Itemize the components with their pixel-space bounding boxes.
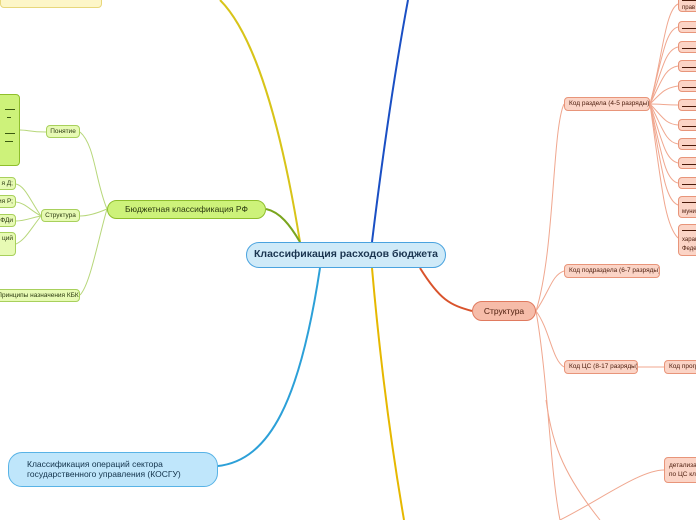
link-blue-top — [371, 0, 409, 243]
section-item-12-line-2: Феде — [682, 246, 696, 252]
section-item-12[interactable]: харак Феде — [678, 224, 696, 256]
section-item-12-line-1: харак — [682, 237, 696, 243]
subtopic-details[interactable]: детализа по ЦС кла — [664, 457, 696, 483]
concept-detail-box[interactable] — [0, 94, 20, 166]
subtopic-section-code[interactable]: Код раздела (4-5 разряды) — [564, 97, 650, 111]
link-blue-kosgu — [217, 267, 321, 467]
subtopic-concept[interactable]: Понятие — [46, 125, 80, 138]
structure-item-3[interactable]: РФДи — [0, 214, 16, 227]
section-item-9[interactable] — [678, 157, 696, 169]
section-item-4[interactable] — [678, 60, 696, 72]
link-red-down — [535, 310, 561, 520]
subtopic-subsection-code[interactable]: Код подраздела (6-7 разряды) — [564, 264, 660, 278]
subtopic-cs-code[interactable]: Код ЦС (8-17 разряды) — [564, 360, 638, 374]
link-green-s1 — [15, 183, 42, 217]
topic-kosgu-label: Классификация операций сектора государст… — [27, 459, 181, 479]
subtopic-principles[interactable]: Принципы назначения КБК — [0, 289, 80, 302]
details-line-1: детализа — [669, 462, 696, 469]
section-item-3[interactable] — [678, 41, 696, 53]
section-item-8[interactable] — [678, 138, 696, 150]
link-yellow-top — [219, 0, 301, 243]
link-red-fan — [649, 3, 679, 239]
section-item-1-suffix: прав — [682, 5, 696, 11]
structure-item-1[interactable]: я Д; — [0, 177, 16, 190]
link-red-down2 — [545, 399, 601, 520]
link-red-details — [559, 469, 665, 520]
section-item-5[interactable] — [678, 80, 696, 92]
subtopic-program-code[interactable]: Код прогр — [664, 360, 696, 374]
link-green-structure — [79, 208, 108, 217]
link-red-code-section — [535, 103, 565, 312]
section-item-1[interactable]: прав — [678, 0, 696, 12]
link-green-s3 — [15, 215, 42, 222]
subtopic-structure[interactable]: Структура — [41, 209, 80, 222]
structure-item-4[interactable]: ций — [0, 232, 16, 256]
link-yellow-bottom — [371, 267, 405, 520]
link-red-structure — [419, 267, 473, 312]
structure-item-2[interactable]: ия Р; — [0, 195, 16, 208]
link-red-cs — [535, 310, 565, 368]
link-green-concept — [79, 131, 108, 210]
section-item-2[interactable] — [678, 21, 696, 33]
link-red-subsection — [535, 270, 565, 312]
topic-kosgu[interactable]: Классификация операций сектора государст… — [8, 452, 218, 487]
yellow-topic-box[interactable] — [0, 0, 102, 8]
link-green-main — [265, 208, 301, 243]
central-topic[interactable]: Классификация расходов бюджета — [246, 242, 446, 268]
details-line-2: по ЦС кла — [669, 471, 696, 478]
section-item-6[interactable] — [678, 99, 696, 111]
topic-structure[interactable]: Структура — [472, 301, 536, 321]
section-item-10[interactable] — [678, 177, 696, 189]
link-green-principles — [79, 208, 108, 296]
topic-budget-classification[interactable]: Бюджетная классификация РФ — [107, 200, 266, 219]
section-item-11-suffix: муни — [682, 209, 696, 215]
section-item-11[interactable]: муни — [678, 196, 696, 218]
section-item-7[interactable] — [678, 119, 696, 131]
link-green-s4 — [15, 215, 42, 245]
link-green-s2 — [15, 201, 42, 217]
link-green-concept-box — [19, 129, 47, 133]
